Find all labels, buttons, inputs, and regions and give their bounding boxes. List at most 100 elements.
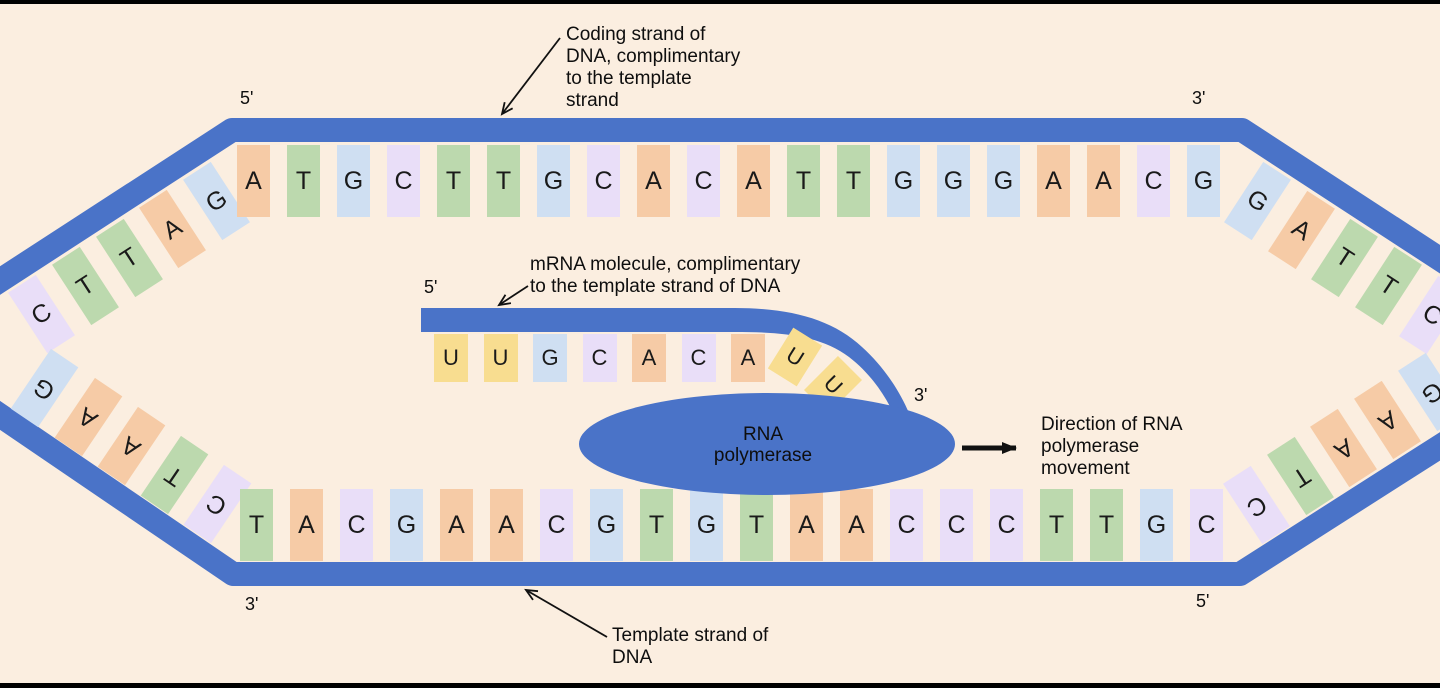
template-3-prime-label: 3' xyxy=(245,594,259,614)
nucleotide-letter: A xyxy=(1095,166,1112,195)
nucleotide-tile-template-horizontal: C xyxy=(940,489,973,561)
mrna-label: mRNA molecule, complimentary to the temp… xyxy=(530,254,800,298)
nucleotide-letter: C xyxy=(547,510,566,539)
nucleotide-tile-coding-horizontal: C xyxy=(587,145,620,217)
nucleotide-tile-template-horizontal: G xyxy=(390,489,423,561)
nucleotide-letter: T xyxy=(295,166,312,195)
nucleotide-tile-coding-horizontal: T xyxy=(837,145,870,217)
label-line: DNA xyxy=(612,647,653,668)
mrna-label-arrow xyxy=(497,285,529,307)
nucleotide-letter: A xyxy=(498,510,515,539)
nucleotide-tile-template-horizontal: A xyxy=(490,489,523,561)
coding-strand-label: Coding strand of DNA, complimentary to t… xyxy=(566,24,740,112)
nucleotide-letter: C xyxy=(594,166,613,195)
nucleotide-tile-coding-horizontal: A xyxy=(637,145,670,217)
nucleotide-letter: G xyxy=(696,510,717,539)
nucleotide-letter: A xyxy=(1045,166,1062,195)
template-strand-label: Template strand of DNA xyxy=(612,625,768,669)
label-line: Template strand of xyxy=(612,625,769,646)
nucleotide-letter: G xyxy=(396,510,417,539)
nucleotide-tile-coding-horizontal: T xyxy=(487,145,520,217)
nucleotide-letter: G xyxy=(343,166,364,195)
nucleotide-tile-template-horizontal: C xyxy=(890,489,923,561)
template-5-prime-label: 5' xyxy=(1196,591,1210,611)
nucleotide-tile-coding-horizontal: C xyxy=(687,145,720,217)
nucleotide-tile-coding-horizontal: G xyxy=(987,145,1020,217)
nucleotide-tile-coding-horizontal: A xyxy=(1037,145,1070,217)
mrna-5-prime-label: 5' xyxy=(424,277,438,297)
nucleotide-letter: T xyxy=(795,166,812,195)
nucleotide-letter: C xyxy=(997,510,1016,539)
direction-arrow-label: Direction of RNA polymerase movement xyxy=(1041,414,1183,480)
nucleotide-tile-template-horizontal: A xyxy=(290,489,323,561)
nucleotide-tile-template-horizontal: T xyxy=(240,489,273,561)
nucleotide-letter: U xyxy=(492,345,509,370)
template-strand-band xyxy=(0,400,1440,586)
coding-strand-band xyxy=(0,118,1440,295)
nucleotide-letter: G xyxy=(993,166,1014,195)
nucleotide-tile-template-horizontal: A xyxy=(440,489,473,561)
nucleotide-letter: A xyxy=(245,166,262,195)
nucleotide-tile-template-horizontal: G xyxy=(590,489,623,561)
nucleotide-letter: G xyxy=(943,166,964,195)
nucleotide-letter: G xyxy=(541,345,559,370)
nucleotide-tile-template-horizontal: T xyxy=(1090,489,1123,561)
nucleotide-letter: A xyxy=(448,510,465,539)
nucleotide-tile-coding-horizontal: G xyxy=(937,145,970,217)
nucleotide-letter: C xyxy=(690,345,707,370)
label-line: to the template strand of DNA xyxy=(530,276,781,297)
nucleotide-tile-mrna-horizontal: A xyxy=(632,334,666,382)
nucleotide-tile-template-horizontal: T xyxy=(640,489,673,561)
label-line: RNA xyxy=(742,424,784,445)
nucleotide-tile-coding-horizontal: A xyxy=(737,145,770,217)
nucleotide-letter: T xyxy=(648,510,665,539)
label-line: movement xyxy=(1041,458,1130,479)
nucleotide-tile-coding-horizontal: T xyxy=(287,145,320,217)
label-line: to the template xyxy=(566,68,692,89)
nucleotide-tile-mrna-horizontal: C xyxy=(582,334,617,382)
coding-5-prime-label: 5' xyxy=(240,88,254,108)
mrna-3-prime-label: 3' xyxy=(914,385,928,405)
nucleotide-letter: T xyxy=(1048,510,1065,539)
nucleotide-tile-template-horizontal: A xyxy=(840,489,873,561)
nucleotide-letter: A xyxy=(740,345,756,370)
nucleotide-tile-template-horizontal: C xyxy=(540,489,573,561)
nucleotide-tile-coding-horizontal: G xyxy=(337,145,370,217)
nucleotide-letter: C xyxy=(394,166,413,195)
nucleotide-letter: T xyxy=(845,166,862,195)
nucleotide-letter: G xyxy=(893,166,914,195)
bottom-frame-bar xyxy=(0,683,1440,688)
nucleotide-tile-template-horizontal: C xyxy=(340,489,373,561)
nucleotide-tile-coding-horizontal: G xyxy=(1187,145,1220,217)
nucleotide-letter: T xyxy=(495,166,512,195)
mrna-band xyxy=(421,308,909,419)
coding-label-arrow xyxy=(500,37,561,116)
nucleotide-letter: A xyxy=(298,510,315,539)
coding-3-prime-label: 3' xyxy=(1192,88,1206,108)
nucleotide-letter: U xyxy=(443,345,459,370)
nucleotide-tile-template-horizontal: G xyxy=(1140,489,1173,561)
nucleotide-tile-template-horizontal: T xyxy=(740,489,773,561)
nucleotide-tile-coding-horizontal: T xyxy=(787,145,820,217)
nucleotide-tile-coding-horizontal: G xyxy=(887,145,920,217)
label-line: strand xyxy=(566,90,619,111)
rna-polymerase-label: RNA polymerase xyxy=(663,424,863,466)
nucleotide-letter: C xyxy=(897,510,916,539)
nucleotide-letter: C xyxy=(1197,510,1216,539)
nucleotide-letter: A xyxy=(798,510,815,539)
top-frame-bar xyxy=(0,0,1440,4)
nucleotide-letter: C xyxy=(694,166,713,195)
nucleotide-tile-template-horizontal: C xyxy=(990,489,1023,561)
nucleotide-tile-coding-horizontal: C xyxy=(1137,145,1170,217)
nucleotide-tile-mrna-horizontal: U xyxy=(483,334,518,382)
nucleotide-letter: C xyxy=(947,510,966,539)
label-line: mRNA molecule, complimentary xyxy=(530,254,801,275)
nucleotide-letter: T xyxy=(248,510,265,539)
nucleotide-tile-coding-horizontal: T xyxy=(437,145,470,217)
label-line: DNA, complimentary xyxy=(566,46,741,67)
label-line: polymerase xyxy=(1041,436,1140,457)
nucleotide-letter: T xyxy=(445,166,462,195)
